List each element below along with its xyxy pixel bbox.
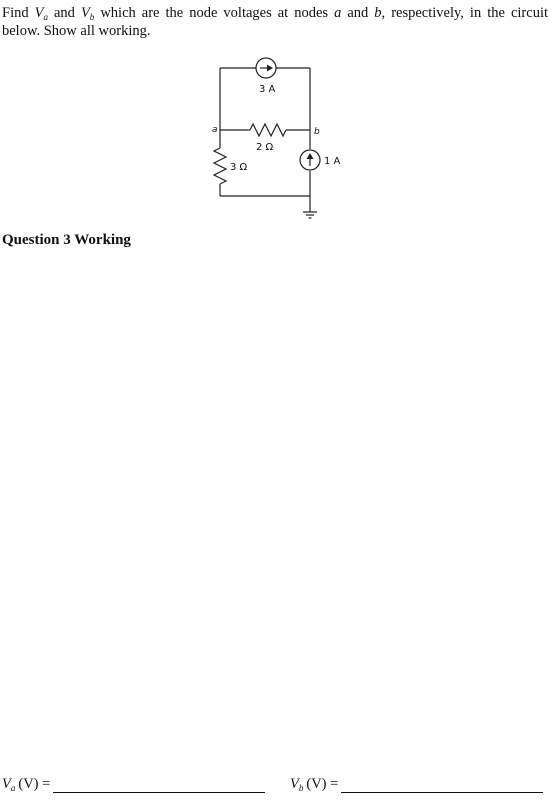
vb-symbol: Vb bbox=[80, 5, 95, 22]
va-answer-unit: (V) = bbox=[18, 776, 51, 792]
vb-answer-blank[interactable] bbox=[341, 778, 544, 793]
va-answer-symbol: Va bbox=[2, 776, 16, 793]
resistor-middle bbox=[249, 122, 287, 138]
node-b-ref: b bbox=[374, 5, 382, 21]
vb-answer-symbol: Vb bbox=[290, 776, 304, 793]
va-symbol: Va bbox=[34, 5, 48, 22]
circuit-diagram: 3 A 2 Ω 3 Ω 1 A a b bbox=[212, 57, 341, 219]
question-middle: which are the node voltages at nodes bbox=[100, 5, 329, 21]
current-source-top bbox=[255, 57, 277, 79]
node-a-ref: a bbox=[334, 5, 342, 21]
vb-answer-unit: (V) = bbox=[306, 776, 339, 792]
and-word: and bbox=[53, 5, 75, 21]
label-1a: 1 A bbox=[324, 156, 341, 167]
resistor-left bbox=[212, 147, 228, 185]
find-word: Find bbox=[2, 5, 29, 21]
question-end: , respectively, in the circuit below. Sh… bbox=[2, 5, 548, 39]
working-heading: Question 3 Working bbox=[2, 232, 131, 248]
node-b-label: b bbox=[314, 127, 320, 137]
label-2ohm: 2 Ω bbox=[256, 142, 274, 153]
and-word-2: and bbox=[347, 5, 369, 21]
question-text: Find Va and Vb which are the node voltag… bbox=[2, 4, 548, 40]
answer-vb: Vb (V) = bbox=[290, 776, 544, 793]
label-3a: 3 A bbox=[259, 84, 276, 95]
node-a-label: a bbox=[212, 125, 218, 135]
va-answer-blank[interactable] bbox=[53, 778, 266, 793]
current-source-right bbox=[299, 149, 321, 171]
answer-va: Va (V) = bbox=[2, 776, 266, 793]
label-3ohm: 3 Ω bbox=[230, 162, 248, 173]
ground-icon bbox=[303, 211, 317, 219]
